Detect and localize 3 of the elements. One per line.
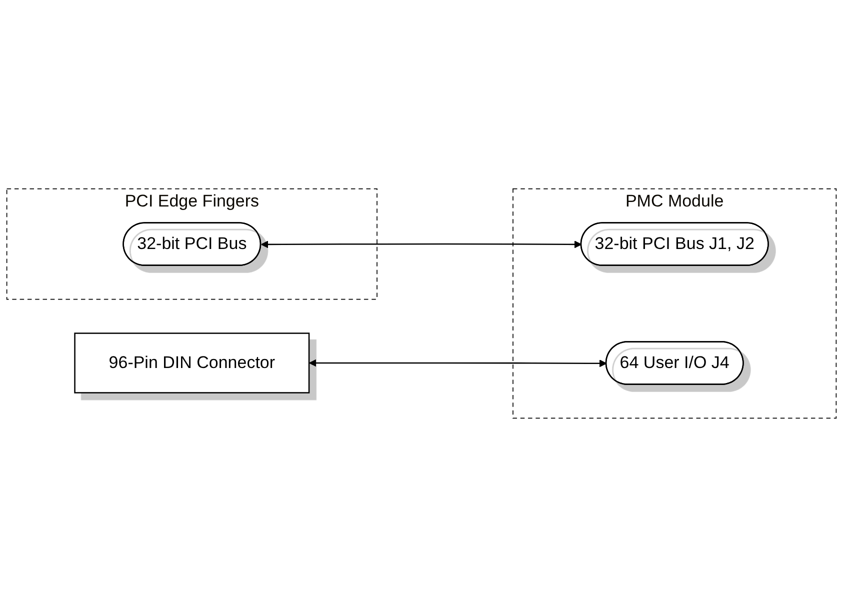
arrow bbox=[260, 240, 582, 248]
arrow bbox=[309, 359, 607, 368]
node-box: 96-Pin DIN Connector bbox=[74, 332, 310, 394]
